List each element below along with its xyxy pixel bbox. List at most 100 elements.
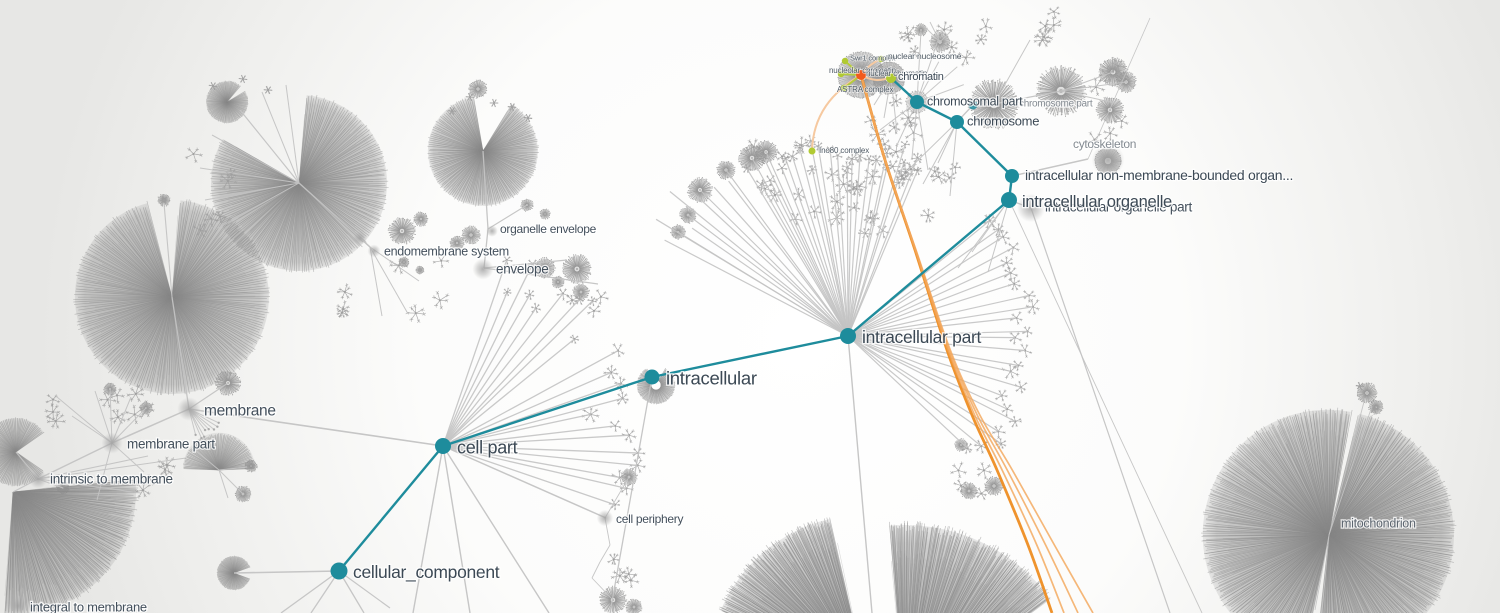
cluster-ring [413, 211, 429, 227]
cluster-fan-fan_mitochondrion_b [1200, 407, 1353, 613]
node-chromosome[interactable] [950, 115, 964, 129]
cluster-snowflake [793, 135, 812, 155]
path-edge-cellular_component--cell_part [338, 445, 444, 572]
label-nuclear_chromatin: nuclear chromatin [866, 69, 927, 78]
cluster-fan-fan_nw_small [206, 80, 249, 124]
cluster-fan-fan_mitochondrion_a [1320, 413, 1457, 613]
label-nuclear_nucleosome: nuclear nucleosome [888, 51, 962, 61]
cluster-snowflake [336, 300, 350, 318]
cluster-snowflake [776, 151, 790, 163]
cluster-ring [449, 235, 465, 251]
node-chromatin[interactable] [886, 73, 896, 83]
node-cellular_component[interactable] [330, 562, 348, 580]
label-intracellular_part: intracellular part [862, 327, 982, 347]
cluster-ring [415, 265, 425, 275]
cluster-fan-fan_pacman [216, 555, 251, 591]
gray-node-cell_periphery[interactable] [596, 509, 614, 527]
cluster-snowflake [953, 478, 970, 493]
cluster-snowflake [976, 462, 993, 480]
label-cellular_component: cellular_component [353, 562, 500, 583]
edge-bundle-ipart_upleft [655, 180, 849, 337]
gray-node-organelle_envelope[interactable] [486, 225, 498, 237]
cluster-snowflake [432, 252, 450, 268]
node-intracellular_organelle[interactable] [1001, 192, 1017, 208]
node-nucleolar_chromatin[interactable] [837, 70, 845, 78]
gray-node-membrane_part[interactable] [101, 432, 123, 454]
node-intracellular_part[interactable] [840, 328, 856, 344]
cluster-ring [539, 208, 551, 220]
cluster-ring [56, 481, 70, 495]
orange-edge-strand [860, 74, 1094, 613]
cluster-snowflake [524, 289, 535, 301]
cluster-asterisk [523, 113, 533, 123]
cluster-ring [984, 475, 1004, 496]
cluster-snowflake [950, 461, 968, 479]
label-cell_periphery: cell periphery [616, 512, 683, 526]
node-chromosome_part_hub[interactable] [968, 100, 978, 110]
cluster-asterisk [208, 82, 218, 90]
cluster-snowflake [1023, 290, 1037, 303]
node-intracellular[interactable] [644, 369, 660, 385]
cluster-ring [562, 253, 592, 284]
gray-node-integral_to_membrane[interactable] [8, 596, 28, 613]
label-swr1_complex: Swr1 complex [850, 54, 896, 63]
gray-node-intrinsic_to_membrane[interactable] [28, 469, 48, 489]
cluster-snowflake [876, 137, 892, 151]
cluster-ring [959, 482, 979, 500]
cluster-snowflake [99, 391, 117, 409]
node-cell_part[interactable] [435, 438, 451, 454]
label-membrane_part: membrane part [127, 437, 215, 452]
gray-node-envelope[interactable] [472, 258, 494, 280]
graph-edges [12, 17, 1373, 613]
gray-node-intracellular_organelle_part[interactable] [1016, 193, 1046, 223]
cluster-snowflake [431, 290, 450, 310]
cluster-snowflake [1033, 31, 1052, 48]
gray-node-endomembrane_system[interactable] [367, 244, 381, 258]
path-edge-intracellular_part--intracellular_organelle [847, 199, 1010, 337]
cluster-ring [461, 225, 481, 245]
cluster-snowflake [203, 211, 218, 227]
cluster-snowflake [1003, 266, 1019, 281]
path-edge-chromosome--chromosomal_part [916, 100, 958, 124]
label-organelle_envelope: organelle envelope [500, 222, 597, 236]
gray-node-cytoskeleton[interactable] [1091, 143, 1125, 177]
cluster-asterisk [465, 92, 475, 102]
cluster-snowflake [978, 17, 993, 34]
node-selected-term[interactable] [856, 70, 866, 80]
gray-node-membrane[interactable] [177, 397, 201, 421]
cluster-snowflake [126, 384, 145, 403]
cluster-fan-fan_bottom_left [718, 517, 853, 613]
path-edge-intracellular_nmb_organelle--chromosome [956, 121, 1013, 177]
cluster-snowflake [845, 153, 859, 166]
cluster-ring [534, 256, 557, 279]
cluster-ring [214, 370, 242, 396]
node-intracellular_nmb_organelle[interactable] [1005, 169, 1019, 183]
node-astra_complex[interactable] [840, 84, 848, 92]
cluster-fan-fan_bottom_right [888, 520, 1051, 613]
cluster-snowflake [184, 147, 203, 164]
edge-bundle-ipart_up [746, 141, 918, 337]
cluster-snowflake [899, 158, 909, 168]
cluster-snowflake [138, 400, 155, 418]
node-nuclear_nucleosome[interactable] [877, 55, 885, 63]
cluster-snowflake [1086, 131, 1103, 149]
cluster-snowflake [157, 462, 174, 477]
node-ino80_complex[interactable] [808, 147, 816, 155]
cluster-asterisk [238, 74, 248, 84]
gray-node-blobs [8, 143, 1125, 613]
edge-bundle-chromosomal_part_up [916, 61, 964, 103]
cluster-snowflake [852, 179, 868, 193]
node-chromosomal_part[interactable] [910, 95, 924, 109]
cluster-snowflake [44, 403, 61, 421]
label-intracellular: intracellular [666, 367, 757, 388]
cluster-snowflake [1025, 298, 1040, 315]
node-swr1_complex[interactable] [841, 57, 849, 65]
cluster-snowflake [1103, 126, 1119, 142]
edge-bundle-cell_part_right [442, 350, 639, 506]
cluster-ring [914, 23, 928, 37]
cluster-snowflake [813, 141, 823, 151]
cluster-snowflake [1038, 19, 1053, 33]
